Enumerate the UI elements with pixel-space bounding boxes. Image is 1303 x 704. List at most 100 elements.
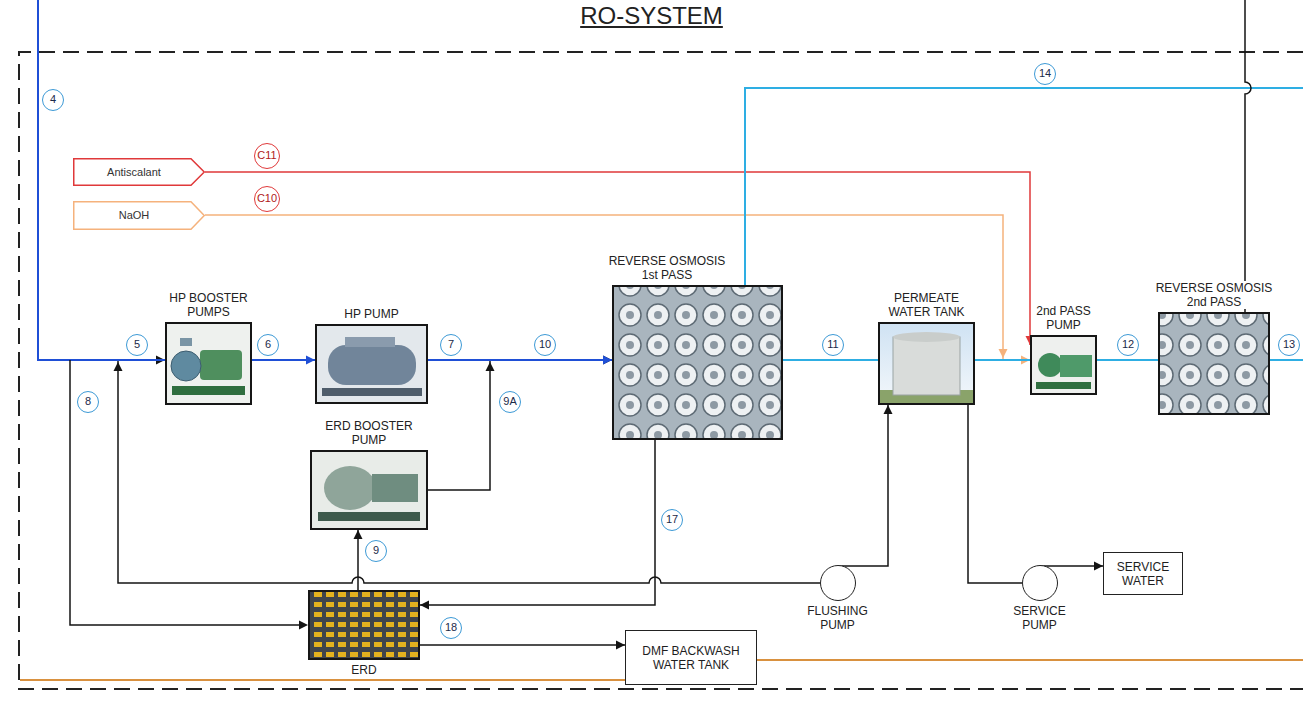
callout-holder: 4	[42, 89, 64, 111]
pump-symbol: FLUSHING PUMP	[820, 565, 856, 601]
connector-line	[968, 405, 1022, 583]
booster-pump-picture-part	[165, 322, 252, 405]
connector	[354, 530, 363, 590]
equipment-frame: ERD BOOSTER PUMP	[310, 450, 428, 530]
node-label: DMF BACKWASH WATER TANK	[632, 644, 750, 672]
arrowhead	[486, 362, 495, 371]
callout-number: 8	[77, 391, 99, 413]
tank-picture	[878, 322, 975, 405]
arrowhead	[884, 405, 893, 414]
callout-number: C10	[254, 186, 280, 212]
equipment-frame: HP BOOSTER PUMPS	[165, 322, 252, 405]
equipment-frame: REVERSE OSMOSIS 2nd PASS	[1158, 312, 1270, 415]
node-label: SERVICE WATER	[1110, 560, 1176, 588]
second-pump-picture-part	[1036, 382, 1091, 389]
arrowhead	[603, 356, 612, 365]
tank-picture-part	[893, 337, 960, 395]
connector	[968, 405, 1022, 583]
chemical-tag-outline	[74, 159, 205, 186]
callout-number: 10	[534, 334, 556, 356]
equipment-label: HP PUMP	[315, 307, 428, 321]
connector-line	[1097, 359, 1158, 361]
membrane-rack-picture-part	[612, 285, 783, 440]
booster-pump-picture-part	[180, 338, 192, 346]
node-label: Antiscalant	[107, 166, 161, 179]
callout-holder: 17	[661, 509, 683, 531]
callout-holder: 8	[77, 391, 99, 413]
pump-symbol: SERVICE PUMP	[1022, 565, 1058, 601]
membrane-rack-picture-part	[1158, 312, 1270, 415]
arrowhead	[306, 356, 315, 365]
equipment-frame: HP PUMP	[315, 324, 428, 404]
return-line-part	[1245, 0, 1251, 312]
callout-number: 5	[126, 334, 148, 356]
callout-number: 12	[1117, 334, 1139, 356]
arrowhead	[999, 349, 1008, 358]
system-boundary	[19, 52, 1303, 689]
connector	[856, 405, 893, 566]
hp-pump-picture-part	[322, 388, 422, 396]
equipment-label: FLUSHING PUMP	[800, 604, 876, 632]
erd-booster-picture-part	[318, 512, 420, 521]
erd-booster-picture-part	[372, 474, 418, 502]
backwash-line-part	[20, 679, 625, 681]
connector	[428, 356, 612, 365]
second-pump-picture-part	[1060, 355, 1092, 377]
connector-line	[428, 359, 612, 361]
equipment-label: 2nd PASS PUMP	[1031, 304, 1097, 332]
bypass-line-part	[299, 621, 308, 630]
equipment-frame: ERD	[308, 590, 420, 660]
pump-discharge	[838, 566, 1058, 567]
arrowhead	[1094, 562, 1103, 571]
callout-number: 9A	[499, 391, 521, 413]
arrowhead	[114, 362, 123, 371]
callout-number: 18	[440, 617, 462, 639]
callout-holder: 6	[257, 334, 279, 356]
connector-line	[420, 440, 655, 605]
arrowhead	[354, 530, 363, 539]
second-pump-picture	[1030, 335, 1097, 395]
equipment-label: ERD	[334, 663, 394, 677]
callout-number: 14	[1034, 63, 1056, 85]
callout-number: 13	[1278, 334, 1300, 356]
permeate-line-part	[745, 88, 1303, 285]
callout-holder: 10	[534, 334, 556, 356]
chemical-tag: Antiscalant	[73, 158, 205, 186]
callout-number: 7	[440, 334, 462, 356]
equipment-label: SERVICE PUMP	[1005, 604, 1075, 632]
callout-number: 11	[822, 334, 844, 356]
callout-holder: 5	[126, 334, 148, 356]
equipment-label: REVERSE OSMOSIS 2nd PASS	[1151, 281, 1277, 309]
chemical-tag-outline	[74, 202, 205, 230]
erd-booster-picture-part	[310, 450, 428, 530]
callout-holder: 9	[365, 540, 387, 562]
connector	[1058, 562, 1103, 571]
callout-number: 4	[42, 89, 64, 111]
backwash-line-part	[757, 659, 1303, 661]
callout-holder: 7	[440, 334, 462, 356]
chemical-tag: NaOH	[73, 201, 205, 230]
tank-picture-part	[893, 332, 960, 342]
equipment-frame: PERMEATE WATER TANK	[878, 322, 975, 405]
connector	[420, 641, 625, 650]
callout-holder: 9A	[499, 391, 521, 413]
callout-holder: 14	[1034, 63, 1056, 85]
booster-pump-picture-part	[172, 386, 245, 395]
connector	[252, 356, 315, 365]
connector-line	[975, 359, 1030, 361]
connector	[783, 360, 878, 361]
return-line	[1245, 0, 1251, 312]
hp-pump-picture-part	[328, 345, 416, 385]
callout-holder: 11	[822, 334, 844, 356]
permeate-line-part	[1270, 359, 1303, 361]
callout-holder: C11	[254, 143, 280, 169]
equipment-label: REVERSE OSMOSIS 1st PASS	[604, 254, 730, 282]
connector-line	[428, 360, 612, 490]
equipment-label: ERD BOOSTER PUMP	[319, 419, 419, 447]
arrowhead	[603, 356, 612, 365]
callout-number: 17	[661, 509, 683, 531]
connector-line	[856, 405, 888, 566]
hp-pump-picture-part	[315, 324, 428, 404]
